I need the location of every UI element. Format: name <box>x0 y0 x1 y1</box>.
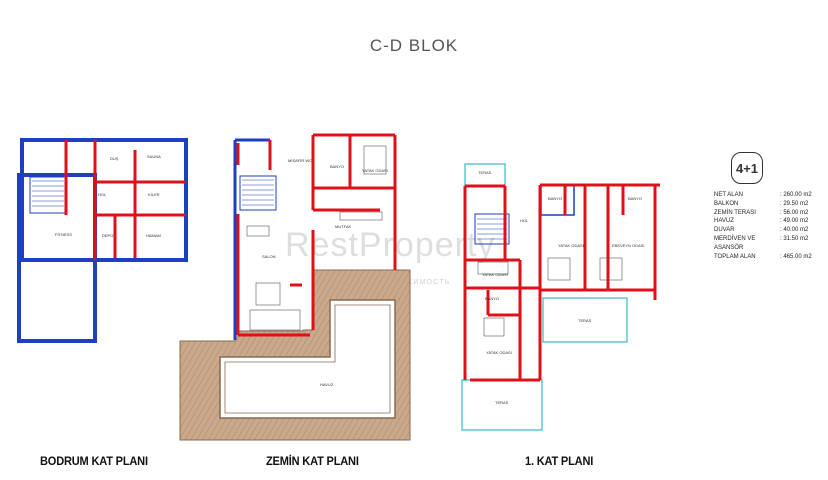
room-label: SAUNA <box>147 154 161 159</box>
pool-inner <box>224 304 391 414</box>
first-floor-walls-red <box>463 183 660 382</box>
first-floor-plan <box>474 184 575 245</box>
area-row: MERDİVEN VE ASANSÖR : 31.50 m2 <box>714 235 820 253</box>
room-label: BANYO <box>628 196 642 201</box>
area-label: BALKON <box>714 200 739 207</box>
area-value: : 49.00 m2 <box>780 218 809 225</box>
room-label: BANYO <box>548 196 562 201</box>
area-value: : 260.00 m2 <box>780 192 812 198</box>
area-value: : 40.00 m2 <box>780 227 809 234</box>
ground-plan <box>233 138 277 340</box>
room-label: DEPO <box>102 233 113 238</box>
room-label: YATAK ODASI <box>486 350 512 355</box>
first-floor-plan-caption: 1. KAT PLANI <box>525 454 594 468</box>
area-label: MERDİVEN VE ASANSÖR <box>714 235 756 251</box>
pool-outer <box>219 299 396 419</box>
area-label: HAVUZ <box>714 218 734 225</box>
watermark: RestProperty <box>285 226 496 264</box>
area-row: TOPLAM ALAN : 465.00 m2 <box>714 253 820 262</box>
area-label: DUVAR <box>714 227 735 234</box>
room-label: SALON <box>262 254 276 259</box>
room-label: KİLER <box>148 192 160 197</box>
area-row: BALKON : 29.50 m2 <box>714 200 820 209</box>
room-label: DUŞ <box>110 156 119 161</box>
room-label: TERAS <box>478 170 492 175</box>
room-label: HOL <box>98 192 107 197</box>
room-label: MUTFAK <box>335 224 352 229</box>
area-label: NET ALAN <box>714 192 743 198</box>
room-label: BANYO <box>330 164 344 169</box>
unit-type-badge: 4+1 <box>731 152 763 184</box>
room-label: BANYO <box>485 296 499 301</box>
room-label: FİTNESS <box>55 232 72 237</box>
area-label: TOPLAM ALAN <box>714 253 756 260</box>
area-row: NET ALAN : 260.00 m2 <box>714 191 820 200</box>
area-row: DUVAR : 40.00 m2 <box>714 226 820 235</box>
room-label: YATAK ODASI <box>482 272 508 277</box>
room-label: HOL <box>520 218 529 223</box>
room-label: YATAK ODASI <box>558 243 584 248</box>
ground-plan-caption: ZEMİN KAT PLANI <box>266 454 359 468</box>
ground-walls-red <box>236 133 397 337</box>
ground-furniture <box>246 145 387 331</box>
page-title: C-D BLOK <box>369 36 459 55</box>
basement-plan <box>17 138 188 343</box>
first-floor-furniture <box>477 257 623 337</box>
room-label: EBEVEYN ODASI <box>612 243 644 248</box>
room-label: YATAK ODASI <box>362 168 388 173</box>
area-label: ZEMİN TERASI <box>714 209 756 216</box>
area-row: HAVUZ : 49.00 m2 <box>714 217 820 226</box>
area-value: : 56.00 m2 <box>780 209 809 216</box>
basement-walls-red <box>64 140 186 260</box>
area-value: : 31.50 m2 <box>780 235 809 242</box>
room-label: TERAS <box>495 400 509 405</box>
area-row: ZEMİN TERASI : 56.00 m2 <box>714 209 820 218</box>
room-label: HAMAM <box>146 233 161 238</box>
area-table: NET ALAN : 260.00 m2 BALKON : 29.50 m2 ZEM… <box>714 191 820 261</box>
room-label: HAVUZ <box>320 382 334 387</box>
area-value: : 29.50 m2 <box>780 200 809 207</box>
room-label: MİSAFİR WC <box>288 158 312 163</box>
room-label: TERAS <box>578 318 592 323</box>
basement-plan-caption: BODRUM KAT PLANI <box>40 454 148 468</box>
area-value: : 465.00 m2 <box>780 253 812 260</box>
